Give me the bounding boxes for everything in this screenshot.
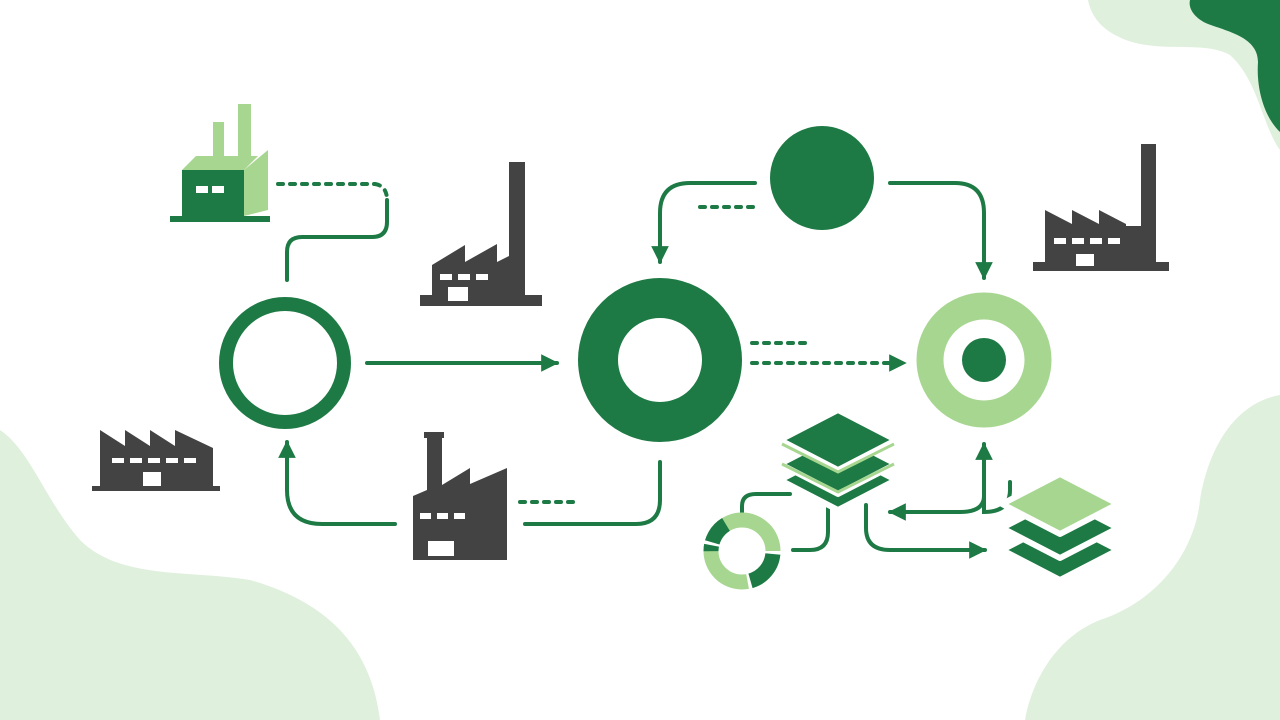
- nodes: [219, 126, 1121, 590]
- connector-arrow: [888, 494, 986, 521]
- target-ring-outer: [916, 292, 1052, 428]
- top-circle: [770, 126, 874, 230]
- source-ring: [219, 297, 351, 429]
- factory-right-icon: [1033, 144, 1169, 271]
- hub-ring: [578, 278, 742, 442]
- blob-top-right-pale: [1088, 0, 1280, 150]
- dark-layer-stack: [777, 407, 899, 513]
- blob-bottom-left: [0, 430, 380, 720]
- factory-bottom-icon: [413, 432, 507, 560]
- segmented-ring-gaps: [703, 512, 781, 590]
- target-ring: [916, 292, 1052, 428]
- connector-line: [740, 492, 792, 522]
- connector-arrow: [278, 440, 397, 526]
- connector-line: [791, 506, 830, 552]
- blob-top-right-dark: [1189, 0, 1280, 132]
- connections: [276, 181, 1012, 559]
- factory-tall-chimney-icon: [420, 162, 542, 306]
- blob-bottom-right: [1025, 395, 1280, 720]
- segmented-ring: [703, 512, 781, 590]
- connector-arrow: [651, 181, 757, 264]
- connector-dotted: [373, 182, 389, 202]
- connector-arrow: [864, 503, 987, 559]
- green-factory-icon: [170, 104, 270, 222]
- factory-left-icon: [92, 430, 220, 491]
- connector-line: [285, 198, 389, 282]
- connector-arrow: [888, 181, 993, 280]
- light-layer-stack: [999, 471, 1121, 583]
- factories: [92, 104, 1169, 560]
- connector-line: [523, 460, 662, 526]
- target-ring-dot: [962, 338, 1006, 382]
